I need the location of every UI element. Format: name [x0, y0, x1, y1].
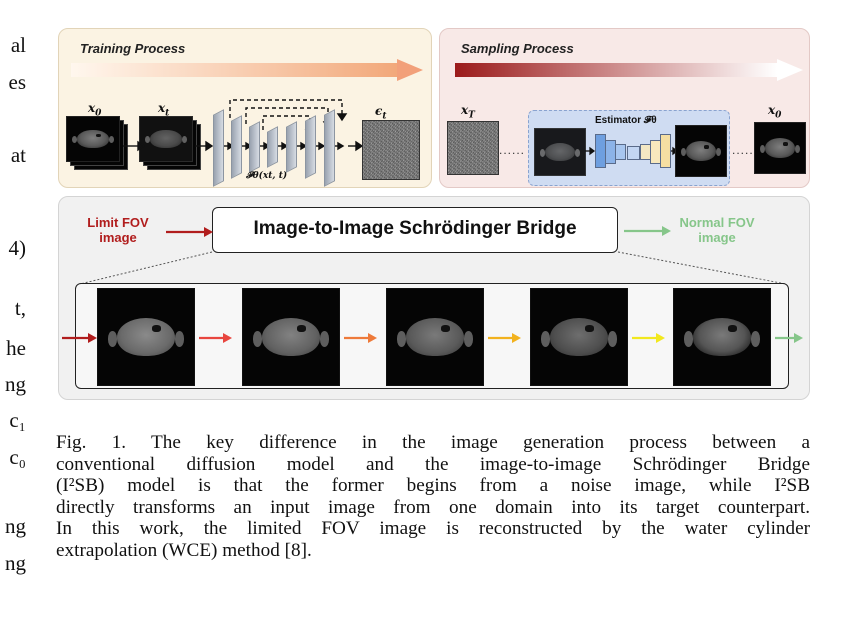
unet-layer: [267, 126, 278, 168]
network-function-label: 𝓕θ(xt, t): [246, 171, 288, 181]
left-fragment: at: [10, 143, 26, 167]
left-fragment: ng: [5, 372, 26, 396]
bridge-connectors: [79, 226, 787, 285]
xT-label: xT: [461, 103, 475, 121]
unet-layer: [286, 121, 297, 173]
left-fragment: es: [8, 70, 27, 94]
left-fragment: 4): [8, 236, 27, 260]
unet-layer: [213, 109, 224, 187]
bridge-title-box: Image-to-Image Schrödinger Bridge: [212, 207, 618, 253]
bridge-title: Image-to-Image Schrödinger Bridge: [253, 218, 577, 239]
training-process-title: Training Process: [80, 41, 186, 56]
sequence-image-5: [673, 288, 771, 386]
left-fragment: al: [10, 33, 26, 57]
noise-image: [362, 120, 420, 180]
x0-ct-image: [66, 116, 120, 162]
left-fragment: ng: [5, 551, 26, 575]
estimator-block: [660, 134, 671, 168]
sequence-image-4: [530, 288, 628, 386]
figure-caption: Fig. 1. The key difference in the image …: [56, 432, 810, 561]
left-column-fragments: al es at 4) t, he ng c₁ c₀ ng ng: [0, 0, 26, 625]
xt-label: xt: [158, 101, 170, 119]
caption-line: (I²SB) model is that the former begins f…: [56, 475, 810, 496]
unet-layer: [249, 121, 260, 173]
caption-line: conventional diffusion model and the ima…: [56, 453, 810, 475]
sampling-dots-right: ......: [732, 143, 759, 157]
left-fragment: c₁: [9, 408, 26, 432]
xT-noise-image: [447, 121, 499, 175]
sequence-image-2: [242, 288, 340, 386]
sampling-process-title: Sampling Process: [461, 41, 574, 56]
caption-line: directly transforms an input image from …: [56, 496, 810, 518]
xt-noisy-image: [139, 116, 193, 162]
estimator-input-image: [534, 128, 586, 176]
training-direction-arrow: [71, 59, 423, 81]
estimator-block: [615, 144, 626, 160]
left-fragment: c₀: [9, 445, 26, 469]
sequence-image-1: [97, 288, 195, 386]
left-fragment: t,: [14, 296, 26, 320]
caption-line: Fig. 1. The key difference in the image …: [56, 432, 810, 453]
unet-layer: [305, 115, 316, 179]
estimator-block: [627, 146, 640, 160]
epsilon-label: ϵt: [375, 104, 387, 122]
estimator-output-image: [675, 125, 727, 177]
unet-layer: [231, 115, 242, 179]
unet-layer: [324, 109, 335, 187]
left-fragment: ng: [5, 514, 26, 538]
left-fragment: he: [6, 336, 26, 360]
caption-line: extrapolation (WCE) method [8].: [56, 539, 312, 561]
sequence-arrows: [62, 333, 803, 343]
sampling-x0-label: x0: [768, 103, 782, 121]
sampling-dots-left: ......: [499, 143, 526, 157]
sequence-image-3: [386, 288, 484, 386]
caption-line: In this work, the limited FOV image is r…: [56, 518, 810, 539]
sampling-x0-image: [754, 122, 806, 174]
x0-label: x0: [88, 101, 102, 119]
sampling-direction-arrow: [455, 59, 803, 81]
estimator-label: Estimator 𝓕θ: [595, 115, 657, 126]
